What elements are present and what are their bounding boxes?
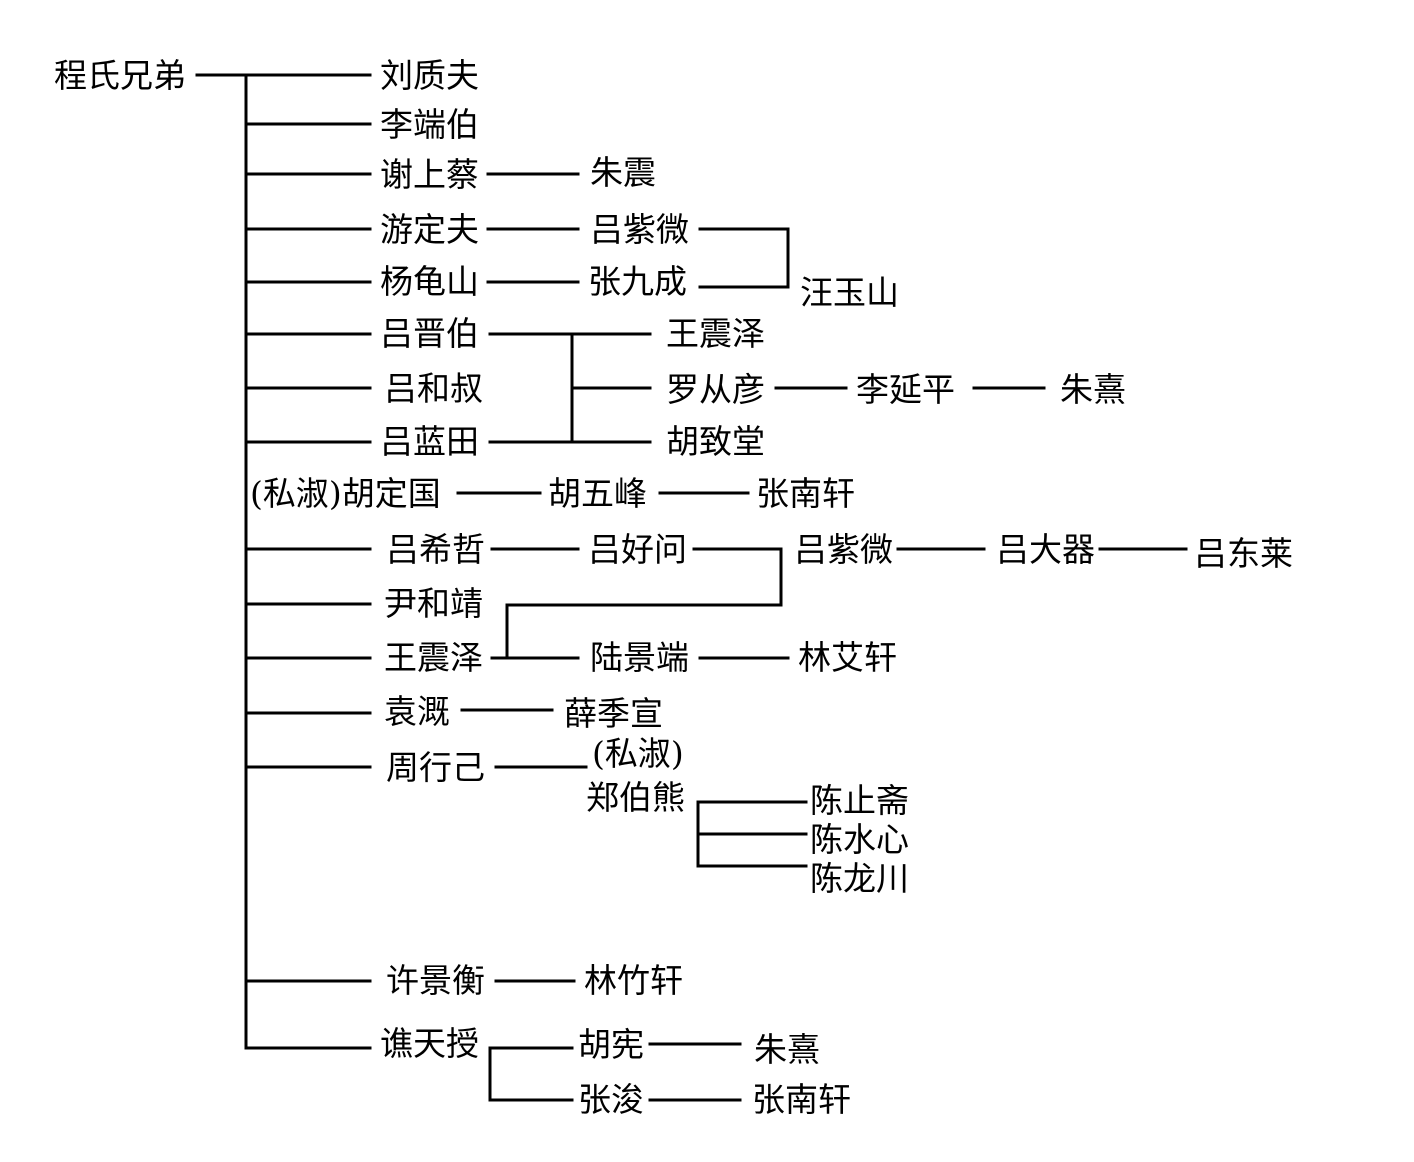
node-wang-zhenze-2: 王震泽 (384, 638, 483, 677)
node-zheng-boxiong: 郑伯熊 (586, 778, 685, 817)
node-yang-guishan: 杨龟山 (380, 262, 479, 301)
node-lv-ziwei-1: 吕紫微 (590, 210, 689, 249)
node-lv-heshu: 吕和叔 (384, 369, 483, 408)
node-zhu-xi-2: 朱熹 (754, 1030, 820, 1069)
node-hu-wufeng: 胡五峰 (548, 474, 647, 513)
node-li-duanbo: 李端伯 (380, 105, 479, 144)
node-lv-donglai: 吕东莱 (1194, 534, 1293, 573)
node-lv-daqi: 吕大器 (996, 530, 1095, 569)
node-chen-longchuan: 陈龙川 (810, 859, 909, 898)
node-chen-zhizhai: 陈止斋 (810, 781, 909, 820)
node-zhu-xi-1: 朱熹 (1060, 370, 1126, 409)
node-xie-shangcai: 谢上蔡 (380, 155, 479, 194)
node-zhang-jun: 张浚 (578, 1080, 644, 1119)
node-yuan-gai: 袁溉 (384, 692, 450, 731)
node-zhang-jiucheng: 张九成 (588, 262, 687, 301)
node-liu-zhifu: 刘质夫 (380, 56, 479, 95)
node-lin-zhuxuan: 林竹轩 (584, 961, 683, 1000)
node-sishu: (私淑) (592, 734, 684, 773)
node-root: 程氏兄弟 (54, 56, 186, 95)
node-lu-jingduan: 陆景端 (590, 638, 689, 677)
node-luo-congyan: 罗从彦 (666, 370, 765, 409)
node-lv-haowen: 吕好问 (588, 530, 687, 569)
node-lv-jinbo: 吕晋伯 (380, 314, 479, 353)
node-wang-zhenze-1: 王震泽 (666, 314, 765, 353)
node-lv-xizhe: 吕希哲 (386, 530, 485, 569)
node-lv-ziwei-2: 吕紫微 (794, 530, 893, 569)
node-lin-aixuan: 林艾轩 (798, 638, 897, 677)
node-hu-dingguo: (私淑)胡定国 (250, 474, 441, 513)
node-chen-shuixin: 陈水心 (810, 820, 909, 859)
node-zhou-xingji: 周行己 (386, 748, 485, 787)
node-li-yanping: 李延平 (856, 370, 955, 409)
node-yin-hejing: 尹和靖 (384, 584, 483, 623)
node-hu-zhitang: 胡致堂 (666, 422, 765, 461)
node-you-dingfu: 游定夫 (380, 210, 479, 249)
node-lv-lantian: 吕蓝田 (380, 422, 479, 461)
node-xu-jingheng: 许景衡 (386, 961, 485, 1000)
node-wang-yushan: 汪玉山 (800, 273, 899, 312)
node-xue-jixuan: 薛季宣 (564, 694, 663, 733)
node-zhu-zhen: 朱震 (590, 153, 656, 192)
node-hu-xian: 胡宪 (578, 1025, 644, 1064)
node-qiao-tianshou: 谯天授 (380, 1024, 479, 1063)
node-zhang-nanxuan-2: 张南轩 (752, 1080, 851, 1119)
node-zhang-nanxuan-1: 张南轩 (756, 474, 855, 513)
